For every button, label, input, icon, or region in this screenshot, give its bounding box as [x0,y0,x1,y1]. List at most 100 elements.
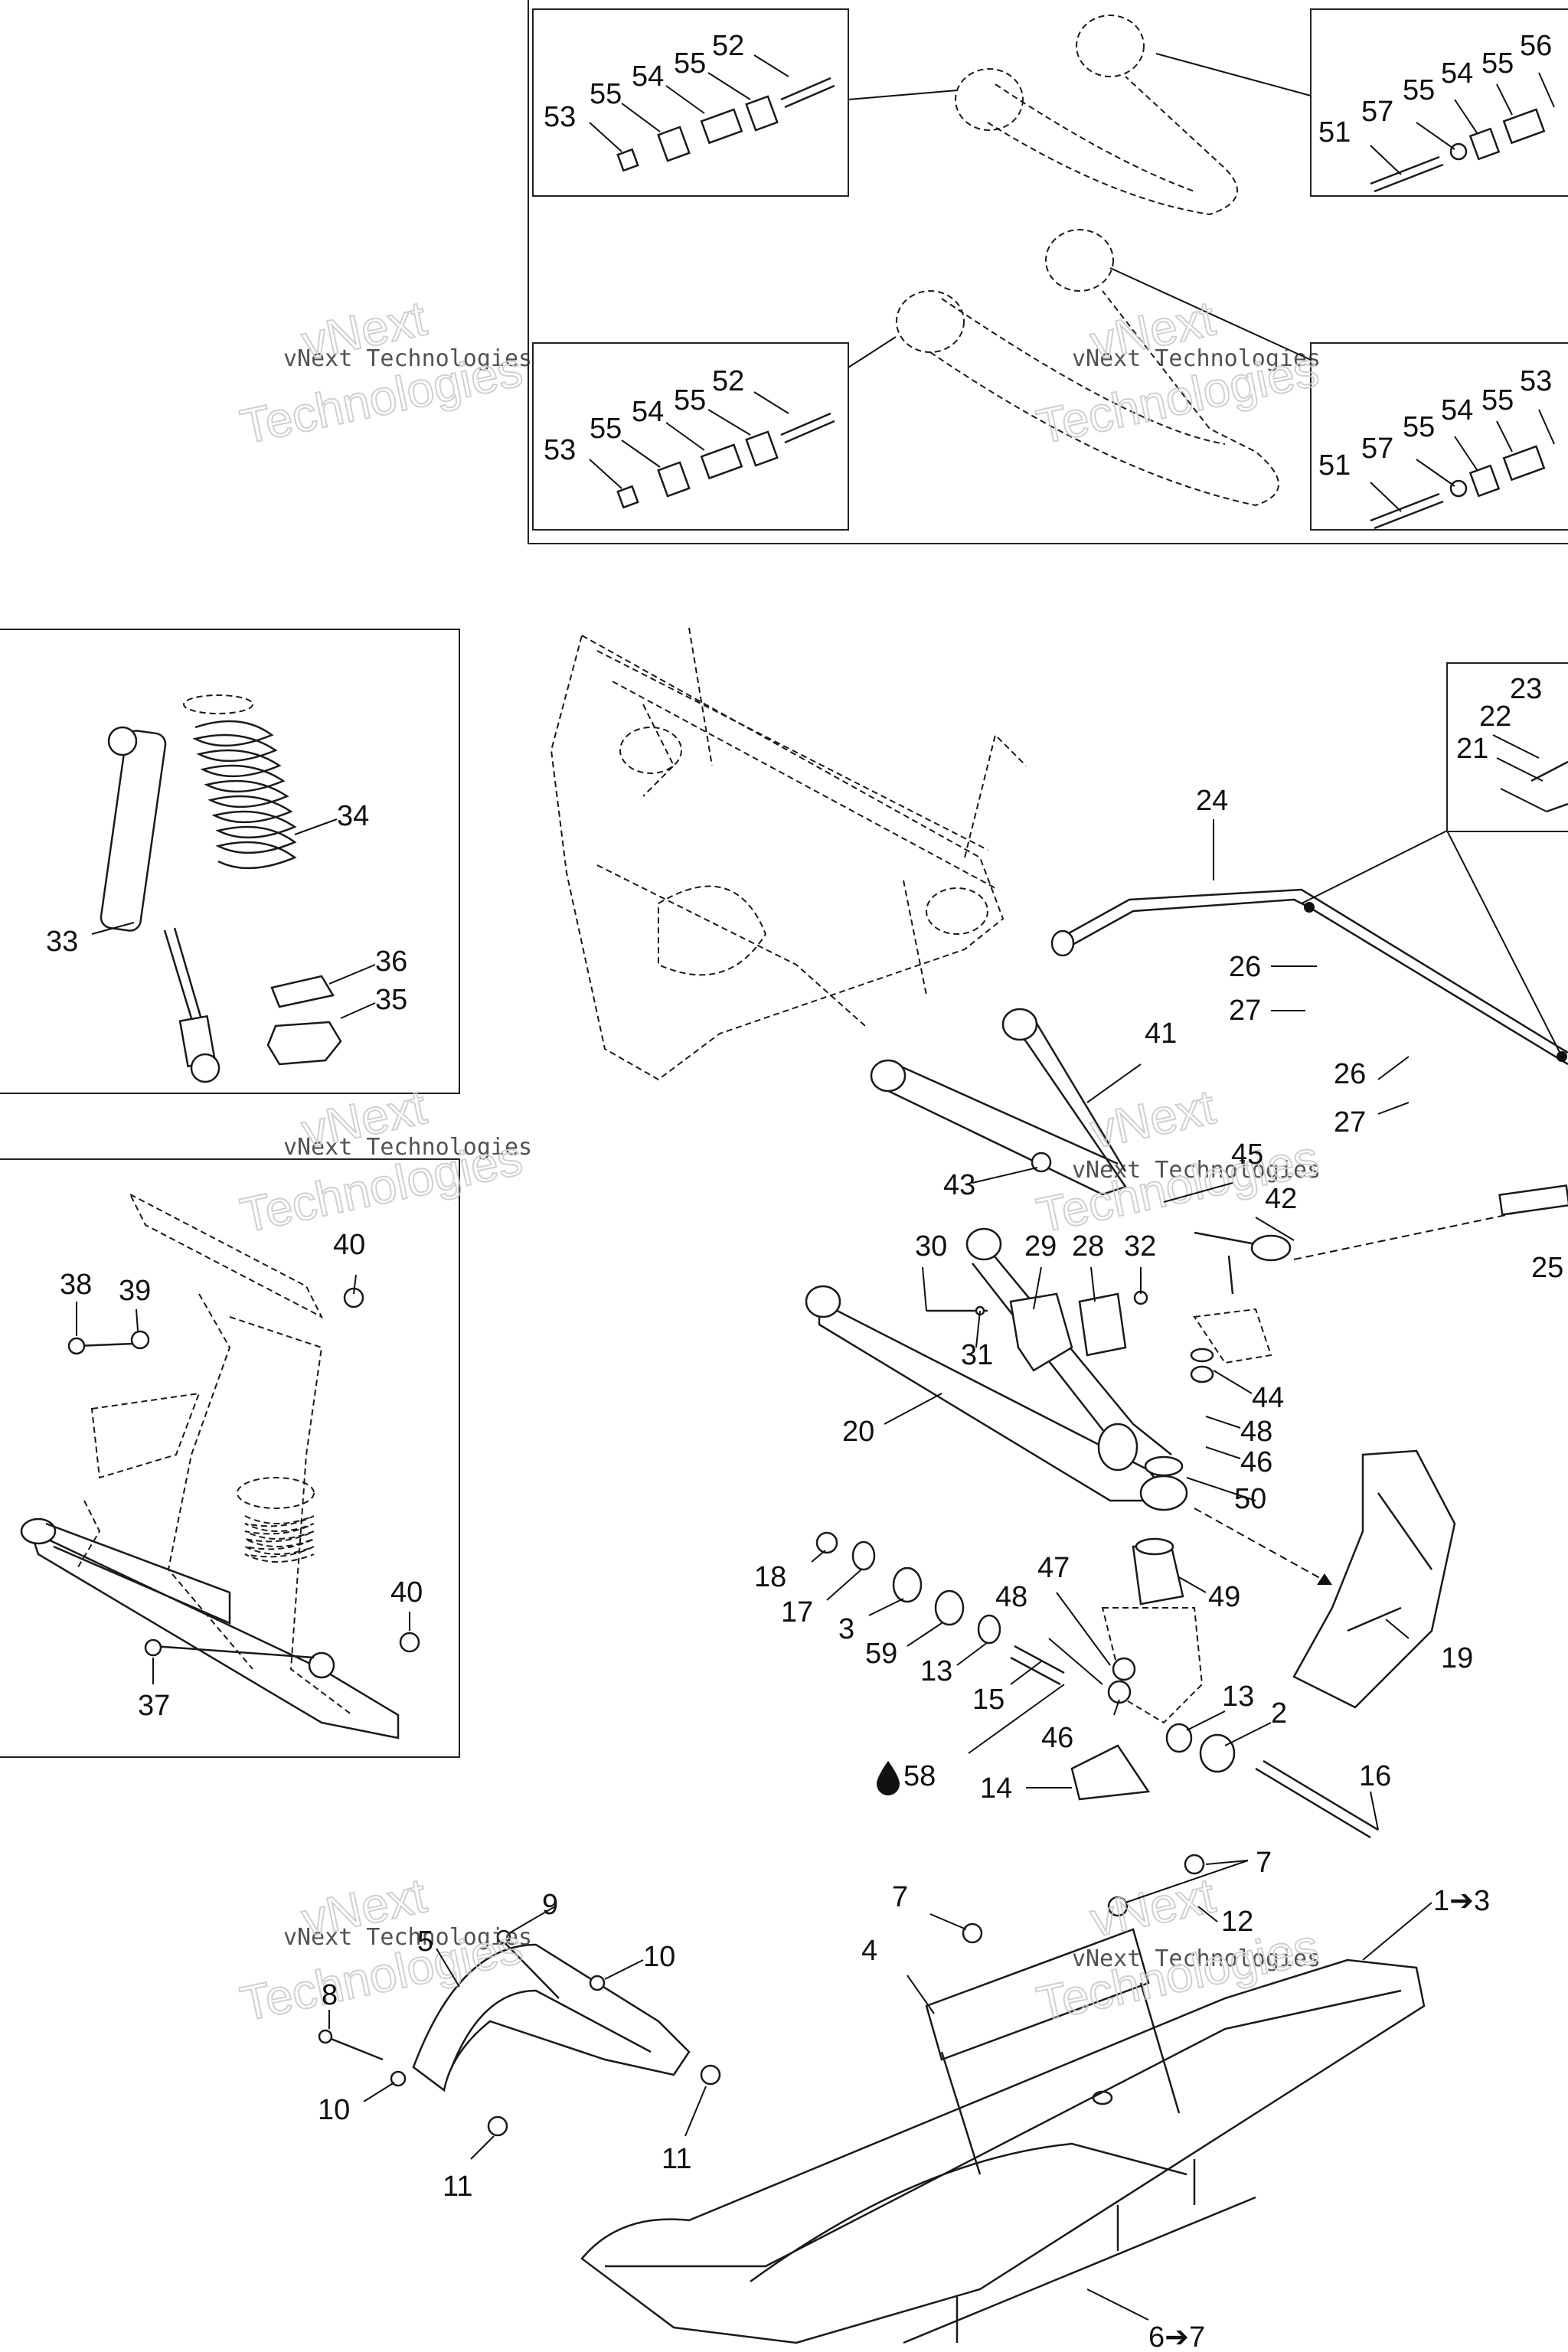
bumpers [926,1290,1148,1372]
upper-control-arm [870,1008,1127,1196]
callout-18: 18 [754,1561,786,1593]
callout-54: 54 [1441,57,1473,90]
callout-27: 27 [1229,995,1261,1027]
callout-1-to-3: 1➔3 [1433,1885,1490,1917]
leader-lines [76,54,1555,2321]
callout-48: 48 [1240,1416,1272,1448]
callout-19: 19 [1441,1642,1473,1674]
callout-45: 45 [1231,1138,1263,1171]
callout-13: 13 [1222,1681,1254,1713]
callout-7: 7 [892,1881,908,1913]
spring [183,694,342,1066]
callout-55: 55 [1481,384,1514,416]
callout-55: 55 [674,47,706,80]
callout-54: 54 [632,60,664,93]
callout-38: 38 [60,1269,92,1301]
oil-drop-icon [877,1761,900,1795]
callout-3: 3 [838,1613,854,1645]
callout-51: 51 [1318,116,1351,149]
watermarks: vNext Technologies vNext Technologies vN… [235,289,1324,2032]
upper-arm-top [955,15,1238,216]
callout-47: 47 [1037,1552,1070,1584]
watermark-text: vNext Technologies [283,1924,532,1951]
callout-31: 31 [961,1339,993,1371]
callout-11: 11 [662,2143,691,2175]
watermark-text: vNext Technologies [1072,1157,1321,1184]
callout-41: 41 [1145,1018,1177,1050]
callout-48: 48 [995,1581,1027,1613]
callout-53: 53 [1520,365,1552,397]
ski [580,1854,1426,2344]
watermark-text: vNext Technologies [1072,345,1321,372]
callout-53: 53 [544,434,576,466]
callout-8: 8 [322,1979,338,2011]
callout-35: 35 [375,984,407,1016]
callout-55: 55 [1481,47,1514,80]
lower-left-frame [0,1158,460,1758]
callout-52: 52 [712,30,744,62]
callout-34: 34 [337,800,369,832]
sway-bar [1050,662,1568,1066]
callout-46: 46 [1240,1446,1272,1478]
callout-2: 2 [1271,1697,1287,1730]
callout-10: 10 [318,2094,350,2126]
callout-6-to-7: 6➔7 [1148,2321,1205,2352]
callout-54: 54 [1441,394,1473,426]
callout-55: 55 [1403,74,1435,106]
callout-30: 30 [915,1230,947,1263]
callout-16: 16 [1359,1760,1391,1792]
callout-53: 53 [544,101,576,133]
callout-57: 57 [1361,433,1393,465]
chassis [550,627,1027,1081]
callout-24: 24 [1196,785,1228,817]
callout-4: 4 [861,1935,877,1967]
callout-49: 49 [1208,1581,1240,1613]
hardware-row-1 [616,77,835,172]
callout-26: 26 [1334,1058,1366,1090]
callout-labels: 53 55 54 55 52 51 57 55 54 55 56 53 55 5… [46,30,1563,2352]
callout-11: 11 [443,2171,472,2203]
callout-5: 5 [417,1926,433,1958]
callout-36: 36 [375,946,407,978]
suspension-detail [20,1192,420,1740]
shock-absorber [100,726,220,1083]
hardware-row-4 [1370,445,1546,530]
callout-7: 7 [1256,1847,1272,1879]
top-assembly-frame [528,0,1568,544]
callout-32: 32 [1124,1230,1156,1263]
callout-44: 44 [1252,1382,1284,1414]
callout-58: 58 [903,1760,936,1792]
tie-rod [1190,1184,1568,1383]
callout-12: 12 [1221,1906,1253,1938]
callout-9: 9 [542,1889,558,1921]
callout-20: 20 [842,1416,874,1448]
hardware-row-2 [1370,108,1546,193]
shock-frame [0,629,460,1094]
callout-23: 23 [1510,673,1542,705]
callout-27: 27 [1334,1106,1366,1138]
callout-13: 13 [920,1655,952,1687]
callout-40: 40 [333,1229,365,1261]
callout-15: 15 [972,1684,1004,1716]
callout-59: 59 [865,1638,897,1670]
callout-55: 55 [674,384,706,416]
callout-14: 14 [980,1772,1012,1805]
callout-55: 55 [1403,411,1435,443]
callout-56: 56 [1520,30,1552,62]
lower-control-arm [805,1227,1188,1511]
callout-33: 33 [46,926,78,958]
ski-handle [318,1929,721,2137]
callout-46: 46 [1041,1722,1073,1754]
callout-17: 17 [781,1596,813,1628]
callout-26: 26 [1229,951,1261,983]
watermark-text: vNext Technologies [283,345,532,372]
callout-50: 50 [1234,1483,1266,1515]
watermark-text: vNext [1086,1079,1220,1158]
callout-22: 22 [1479,701,1511,733]
callout-25: 25 [1531,1252,1563,1284]
callout-29: 29 [1024,1230,1057,1263]
callout-52: 52 [712,365,744,397]
watermark-text: Technologies [1032,1919,1323,2032]
callout-55: 55 [590,78,622,110]
